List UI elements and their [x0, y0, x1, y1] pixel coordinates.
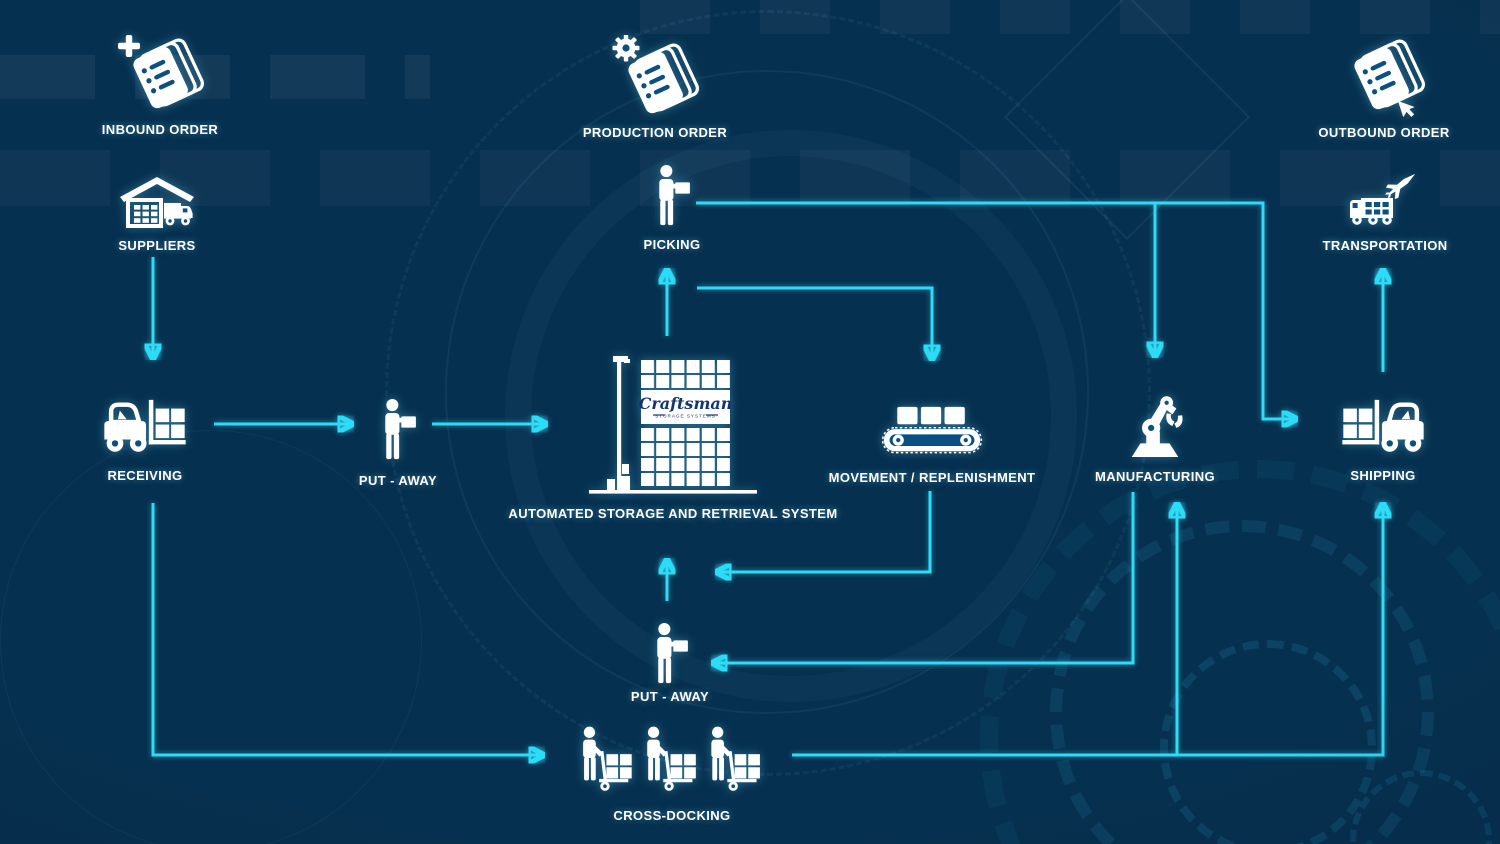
movement-label: MOVEMENT / REPLENISHMENT	[828, 470, 1036, 485]
asrs-rack-icon: Craftsman STORAGE SYSTEMS	[589, 356, 757, 494]
background-pattern	[640, 0, 1500, 34]
arrow-picking-to-movement	[697, 286, 932, 357]
background-gear-ring	[1350, 770, 1492, 844]
node-transportation: TRANSPORTATION	[1285, 172, 1485, 253]
inbound-order-icon	[118, 35, 205, 109]
background-ring	[0, 430, 422, 844]
node-production-order: PRODUCTION ORDER	[555, 35, 755, 140]
node-picking: PICKING	[572, 164, 772, 252]
picking-label: PICKING	[643, 237, 701, 252]
suppliers-label: SUPPLIERS	[118, 238, 196, 253]
outbound-order-label: OUTBOUND ORDER	[1318, 125, 1450, 140]
shipping-forklift-icon	[1342, 399, 1424, 452]
production-order-icon	[612, 35, 700, 114]
node-inbound-order: INBOUND ORDER	[60, 32, 260, 137]
outbound-order-icon	[1354, 39, 1426, 118]
node-put-away-bottom: PUT - AWAY	[570, 622, 770, 704]
cross-docking-icon	[583, 726, 760, 791]
node-outbound-order: OUTBOUND ORDER	[1284, 35, 1484, 140]
node-receiving: RECEIVING	[45, 396, 245, 483]
craftsman-logo-subtext: STORAGE SYSTEMS	[655, 414, 716, 419]
arrow-receiving-to-crossdocking	[151, 503, 541, 755]
shipping-label: SHIPPING	[1350, 468, 1416, 483]
background-gear-ring	[980, 460, 1500, 844]
node-asrs: Craftsman STORAGE SYSTEMS AUTOMATED STOR…	[508, 348, 837, 521]
production-order-label: PRODUCTION ORDER	[582, 125, 728, 140]
node-manufacturing: MANUFACTURING	[1055, 393, 1255, 484]
suppliers-icon	[120, 177, 194, 228]
manufacturing-label: MANUFACTURING	[1094, 469, 1216, 484]
put-away-person-icon	[385, 399, 416, 460]
gear-icon	[612, 35, 640, 62]
put-away-bottom-label: PUT - AWAY	[630, 689, 710, 704]
cross-docking-label: CROSS-DOCKING	[613, 808, 731, 823]
receiving-label: RECEIVING	[107, 468, 183, 483]
node-put-away-top: PUT - AWAY	[298, 398, 498, 488]
conveyor-icon	[881, 406, 983, 454]
node-movement: MOVEMENT / REPLENISHMENT	[807, 404, 1057, 485]
robot-arm-icon	[1131, 396, 1183, 457]
asrs-label: AUTOMATED STORAGE AND RETRIEVAL SYSTEM	[508, 506, 838, 521]
transportation-label: TRANSPORTATION	[1322, 238, 1448, 253]
picking-person-icon	[659, 165, 690, 226]
background-pattern	[1003, 0, 1251, 241]
inbound-order-label: INBOUND ORDER	[101, 122, 219, 137]
transportation-icon	[1350, 173, 1416, 225]
plus-icon	[118, 35, 140, 57]
arrow-crossdocking-to-shipping	[792, 506, 1383, 757]
plane-icon	[1385, 173, 1416, 199]
background-gear-ring	[1160, 640, 1376, 844]
node-suppliers: SUPPLIERS	[57, 176, 257, 253]
node-cross-docking: CROSS-DOCKING	[552, 726, 792, 823]
background-gear-ring	[1050, 520, 1434, 844]
put-away-top-label: PUT - AWAY	[358, 473, 438, 488]
put-away-person-icon	[657, 623, 688, 684]
node-shipping: SHIPPING	[1283, 396, 1483, 483]
craftsman-logo-text: Craftsman	[639, 394, 733, 413]
receiving-forklift-icon	[104, 399, 186, 452]
cursor-icon	[1398, 101, 1415, 118]
